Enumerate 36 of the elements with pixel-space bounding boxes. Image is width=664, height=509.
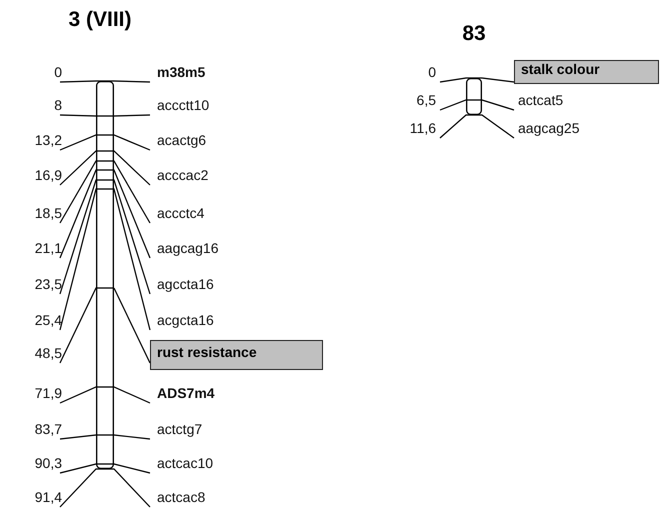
map-position: 13,2 <box>34 132 62 148</box>
marker-name: actcac10 <box>157 455 214 471</box>
marker-name: aagcag16 <box>157 240 219 256</box>
trait-box: stalk colour <box>514 60 659 84</box>
map-position: 23,5 <box>34 276 62 292</box>
marker-name: actcac8 <box>157 489 206 505</box>
trait-box: rust resistance <box>150 340 323 370</box>
map-position: 16,9 <box>34 167 62 183</box>
marker-name: accctt10 <box>157 97 210 113</box>
map-position: 83,7 <box>34 421 62 437</box>
map-position: 91,4 <box>34 489 62 505</box>
map-position: 90,3 <box>34 455 62 471</box>
marker-name: agccta16 <box>157 276 214 292</box>
marker-line <box>113 288 151 364</box>
marker-name: acgcta16 <box>157 312 214 328</box>
marker-name: aagcag25 <box>518 120 580 136</box>
map-position: 21,1 <box>34 240 62 256</box>
marker-name: acccac2 <box>157 167 208 183</box>
linkage-group-title: 3 (VIII) <box>68 8 132 32</box>
marker-name: actctg7 <box>157 421 202 437</box>
map-position: 18,5 <box>34 205 62 221</box>
linkage-group-title: 83 <box>462 22 486 46</box>
map-position: 8 <box>54 97 62 113</box>
map-position: 25,4 <box>34 312 62 328</box>
marker-name: accctc4 <box>157 205 204 221</box>
map-position: 48,5 <box>34 345 62 361</box>
marker-name: acactg6 <box>157 132 206 148</box>
marker-name: ADS7m4 <box>157 385 215 401</box>
marker-name: m38m5 <box>157 64 206 80</box>
marker-line <box>482 77 514 83</box>
map-position: 6,5 <box>416 92 436 108</box>
map-position: 71,9 <box>34 385 62 401</box>
map-position: 0 <box>54 64 62 80</box>
map-position: 0 <box>428 64 436 80</box>
map-position: 11,6 <box>410 120 436 136</box>
marker-name: actcat5 <box>518 92 564 108</box>
